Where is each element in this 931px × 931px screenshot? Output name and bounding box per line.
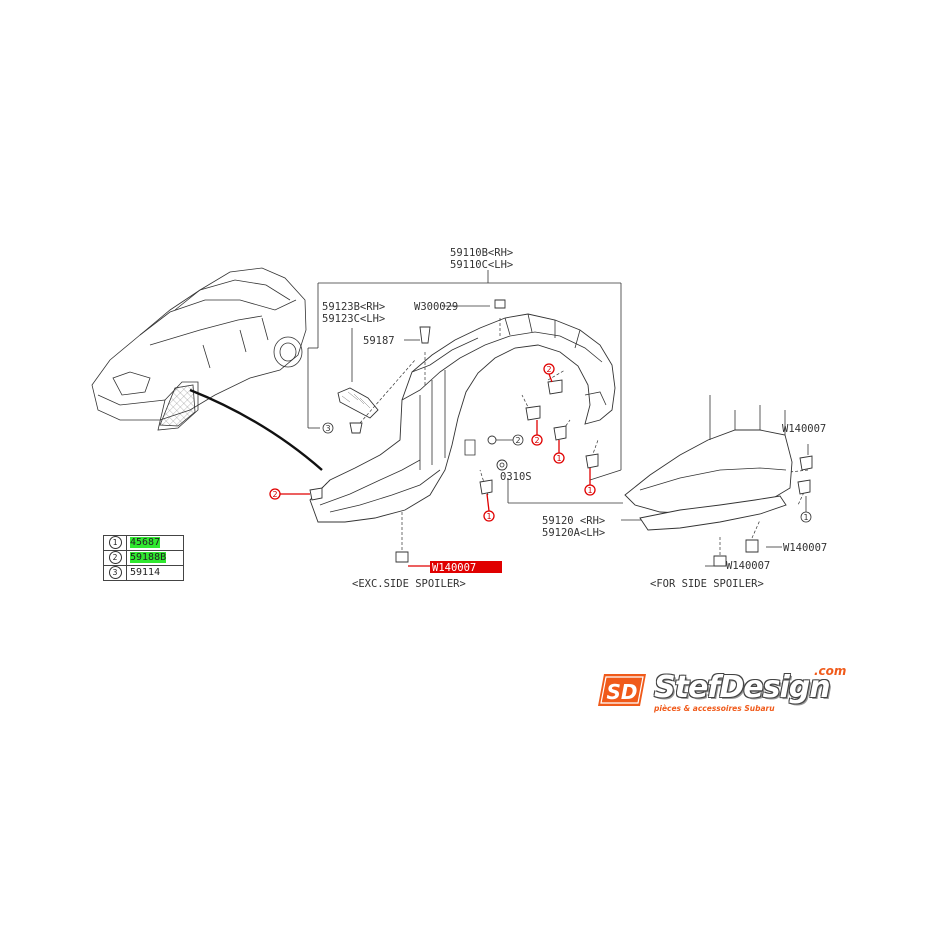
fasteners bbox=[309, 299, 813, 567]
callout-two-red-c: 2 bbox=[534, 436, 539, 445]
legend-table: 1 45687 2 59188B 3 59114 bbox=[103, 535, 184, 581]
callout-two-plain: 2 bbox=[515, 436, 520, 445]
label-under-rh: 59120 <RH> bbox=[542, 515, 605, 527]
callouts: 3 1 2 2 2 2 1 1 1 bbox=[269, 363, 812, 523]
label-clip-w300029: W300029 bbox=[414, 301, 458, 313]
label-bracket-rh: 59123B<RH> bbox=[322, 301, 385, 313]
label-w140007-a: W140007 bbox=[782, 423, 826, 435]
callout-three: 3 bbox=[325, 424, 330, 433]
part-labels: 59110B<RH> 59110C<LH> 59123B<RH> 59123C<… bbox=[322, 247, 827, 590]
label-w140007-c: W140007 bbox=[726, 560, 770, 572]
legend-part-number: 59114 bbox=[130, 567, 161, 578]
label-w140007-b: W140007 bbox=[783, 542, 827, 554]
legend-part-number: 59188B bbox=[130, 552, 167, 563]
callout-one-red-a: 1 bbox=[556, 454, 561, 463]
label-liner-lh: 59110C<LH> bbox=[450, 259, 513, 271]
bracket-59123 bbox=[337, 387, 379, 419]
badge-text: SD bbox=[606, 680, 637, 704]
label-bracket-lh: 59123C<LH> bbox=[322, 313, 385, 325]
legend-part-number: 45687 bbox=[130, 537, 161, 548]
legend-index: 1 bbox=[108, 536, 122, 549]
label-w140007-red: W140007 bbox=[432, 562, 476, 574]
sd-badge-icon: SD bbox=[598, 674, 646, 706]
callout-one-spoiler: 1 bbox=[803, 513, 808, 522]
callout-one-red-b: 1 bbox=[587, 486, 592, 495]
car-illustration bbox=[91, 267, 323, 471]
callout-one-red-c: 1 bbox=[486, 512, 491, 521]
caption-exc-side-spoiler: <EXC.SIDE SPOILER> bbox=[352, 578, 466, 590]
callout-two-red-b: 2 bbox=[546, 365, 551, 374]
side-spoiler-liner bbox=[624, 395, 793, 531]
legend-index: 2 bbox=[108, 551, 122, 564]
legend-row: 2 59188B bbox=[103, 550, 184, 566]
fender-liner bbox=[309, 313, 616, 523]
logo-tagline: pièces & accessoires Subaru bbox=[654, 704, 775, 713]
callout-two-red-a: 2 bbox=[272, 490, 277, 499]
legend-row: 1 45687 bbox=[103, 535, 184, 551]
logo-tld: .com bbox=[814, 664, 847, 678]
stefdesign-logo: SD StefDesign .com pièces & accessoires … bbox=[596, 664, 856, 726]
label-liner-rh: 59110B<RH> bbox=[450, 247, 513, 259]
label-washer: 0310S bbox=[500, 471, 532, 483]
legend-row: 3 59114 bbox=[103, 565, 184, 581]
label-clip-59187: 59187 bbox=[363, 335, 395, 347]
legend-index: 3 bbox=[108, 566, 122, 579]
caption-for-side-spoiler: <FOR SIDE SPOILER> bbox=[650, 578, 764, 590]
logo-name: StefDesign bbox=[654, 670, 831, 705]
label-under-lh: 59120A<LH> bbox=[542, 527, 605, 539]
highlight-w140007: W140007 bbox=[408, 561, 502, 574]
